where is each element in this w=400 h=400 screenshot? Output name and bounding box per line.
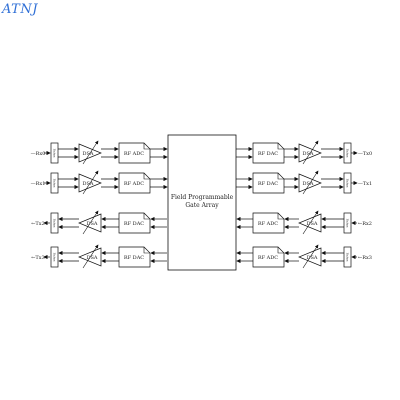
dsa-label: DSA: [302, 151, 313, 157]
balun-label: Balun: [346, 253, 350, 262]
balun-box: [343, 212, 352, 234]
rf-dac: [118, 246, 151, 268]
rf-dac-label: RF DAC: [258, 151, 278, 157]
dsa-label: DSA: [302, 181, 313, 187]
port-label-left: ←Tx2: [31, 221, 45, 227]
rf-adc: [118, 172, 151, 194]
attenuation-arrow: [302, 140, 319, 165]
dsa-label: DSA: [86, 221, 97, 227]
balun-label: Balun: [53, 219, 57, 228]
dsa-label: DSA: [306, 255, 317, 261]
port-label-left: ←Tx3: [31, 255, 45, 261]
rx-row-0: —Rx0 Balun DSA RF ADC RF DAC DSA Balun —Tx0: [31, 140, 372, 165]
dsa-label: DSA: [306, 221, 317, 227]
balun-box: [50, 142, 59, 164]
port-label-right: —Tx0: [358, 151, 372, 157]
balun-label: Balun: [53, 253, 57, 262]
rf-dac-label: RF DAC: [124, 255, 144, 261]
tx-row-2: ←Tx2 Balun DSA RF DAC RF ADC DSA Balun ←Rx2: [31, 210, 372, 235]
rf-adc: [252, 212, 285, 234]
rf-dac-fold: [143, 247, 150, 254]
dsa-label: DSA: [86, 255, 97, 261]
rf-adc-fold: [143, 143, 150, 150]
attenuation-arrow: [302, 244, 319, 269]
attenuation-arrow: [82, 140, 99, 165]
attenuation-arrow: [82, 170, 99, 195]
port-label-left: —Rx0: [31, 151, 46, 157]
balun-label: Balun: [346, 149, 350, 158]
balun-label: Balun: [346, 179, 350, 188]
rf-adc: [252, 246, 285, 268]
rf-adc: [118, 142, 151, 164]
rf-adc-fold: [277, 247, 284, 254]
port-label-right: ←Rx2: [358, 221, 372, 227]
rf-adc-label: RF ADC: [124, 151, 144, 157]
rf-dac: [252, 172, 285, 194]
rf-dac-label: RF DAC: [258, 181, 278, 187]
rf-dac-fold: [277, 143, 284, 150]
rf-adc-label: RF ADC: [124, 181, 144, 187]
rf-dac-fold: [277, 173, 284, 180]
dsa-label: DSA: [82, 181, 93, 187]
tx-row-3: ←Tx3 Balun DSA RF DAC RF ADC DSA Balun ←Rx3: [31, 244, 372, 269]
attenuation-arrow: [302, 210, 319, 235]
watermark: ATNJ: [2, 2, 38, 17]
balun-box: [50, 246, 59, 268]
rf-adc-fold: [143, 173, 150, 180]
attenuation-arrow: [302, 170, 319, 195]
rf-dac-label: RF DAC: [124, 221, 144, 227]
fpga-block: Field Programmable Gate Array: [167, 134, 237, 271]
rf-adc-label: RF ADC: [258, 255, 278, 261]
port-label-left: —Rx1: [31, 181, 46, 187]
attenuation-arrow: [82, 210, 99, 235]
balun-box: [50, 172, 59, 194]
balun-label: Balun: [53, 149, 57, 158]
rf-dac: [252, 142, 285, 164]
balun-box: [50, 212, 59, 234]
port-label-right: —Tx1: [358, 181, 372, 187]
rf-adc-fold: [277, 213, 284, 220]
rf-dac: [118, 212, 151, 234]
balun-box: [343, 246, 352, 268]
attenuation-arrow: [82, 244, 99, 269]
fpga-label-line1: Field Programmable: [171, 194, 234, 201]
fpga-label-line2: Gate Array: [185, 202, 219, 209]
rf-dac-fold: [143, 213, 150, 220]
balun-label: Balun: [346, 219, 350, 228]
port-label-right: ←Rx3: [358, 255, 372, 261]
rf-adc-label: RF ADC: [258, 221, 278, 227]
rx-row-1: —Rx1 Balun DSA RF ADC RF DAC DSA Balun —Tx1: [31, 170, 372, 195]
balun-label: Balun: [53, 179, 57, 188]
dsa-label: DSA: [82, 151, 93, 157]
